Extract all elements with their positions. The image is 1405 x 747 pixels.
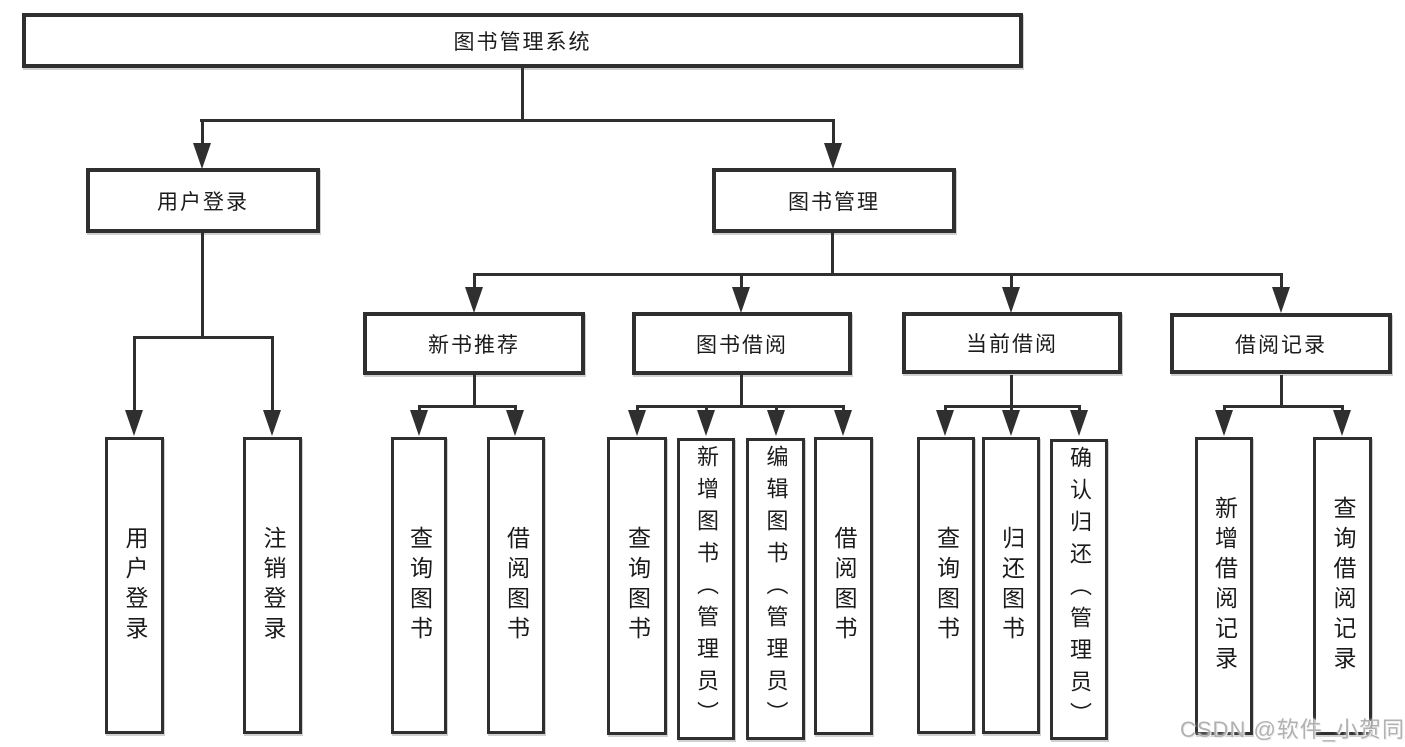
arrowhead-down-icon bbox=[1272, 287, 1290, 313]
leaf-add-books-admin-label: 新增图书（管理员） bbox=[694, 445, 719, 733]
arrowhead-down-icon bbox=[410, 410, 428, 436]
leaf-user-login-label: 用户登录 bbox=[122, 525, 148, 646]
arrowhead-down-icon bbox=[697, 410, 715, 436]
connector-arrow-line bbox=[832, 119, 835, 144]
leaf-query-borrow-record: 查询借阅记录 bbox=[1313, 437, 1372, 735]
leaf-return-books-label: 归还图书 bbox=[998, 525, 1025, 646]
arrowhead-down-icon bbox=[1002, 410, 1020, 436]
arrowhead-down-icon bbox=[628, 410, 646, 436]
connector-arrow-line bbox=[705, 405, 708, 413]
connector-level1-bar bbox=[200, 119, 834, 122]
leaf-query-books-2: 查询图书 bbox=[607, 437, 667, 735]
leaf-borrow-books-2: 借阅图书 bbox=[814, 437, 873, 735]
leaf-add-books-admin: 新增图书（管理员） bbox=[677, 438, 735, 740]
connector-group3-stub bbox=[1010, 375, 1013, 405]
arrowhead-down-icon bbox=[834, 410, 852, 436]
leaf-borrow-books-2-label: 借阅图书 bbox=[831, 526, 857, 646]
leaf-add-borrow-record-label: 新增借阅记录 bbox=[1211, 496, 1238, 676]
connector-arrow-line bbox=[1010, 273, 1013, 289]
node-new-book-recommend-label: 新书推荐 bbox=[428, 333, 520, 357]
connector-book-mgmt-stub bbox=[831, 233, 834, 273]
arrowhead-down-icon bbox=[767, 410, 785, 436]
watermark: CSDN @软件_小贺同学 bbox=[1180, 717, 1405, 742]
arrowhead-down-icon bbox=[1333, 410, 1351, 436]
arrowhead-down-icon bbox=[125, 410, 143, 436]
leaf-edit-books-admin: 编辑图书（管理员） bbox=[746, 438, 805, 740]
node-book-borrowing-label: 图书借阅 bbox=[696, 333, 788, 357]
leaf-edit-books-admin-label: 编辑图书（管理员） bbox=[763, 445, 789, 733]
connector-arrow-line bbox=[418, 405, 421, 413]
node-borrowing-records-label: 借阅记录 bbox=[1235, 333, 1327, 357]
leaf-borrow-books-1: 借阅图书 bbox=[487, 437, 545, 734]
connector-arrow-line bbox=[1010, 405, 1013, 413]
arrowhead-down-icon bbox=[936, 410, 954, 436]
node-book-management-label: 图书管理 bbox=[788, 190, 880, 214]
leaf-query-books-3: 查询图书 bbox=[917, 437, 975, 734]
arrowhead-down-icon bbox=[1070, 410, 1088, 436]
connector-arrow-line bbox=[271, 336, 274, 412]
connector-user-login-stub bbox=[201, 233, 204, 336]
node-root-label: 图书管理系统 bbox=[453, 30, 592, 54]
leaf-query-books-1: 查询图书 bbox=[391, 437, 447, 734]
node-book-management: 图书管理 bbox=[712, 168, 956, 233]
arrowhead-down-icon bbox=[824, 143, 842, 169]
leaf-logout-label: 注销登录 bbox=[260, 525, 286, 646]
arrowhead-down-icon bbox=[465, 287, 483, 313]
connector-root-stub bbox=[521, 68, 524, 119]
connector-group4-bar bbox=[1223, 405, 1343, 408]
connector-group1-bar bbox=[418, 405, 517, 408]
connector-arrow-line bbox=[1078, 405, 1081, 413]
connector-group4-stub bbox=[1280, 375, 1283, 405]
node-user-login-label: 用户登录 bbox=[157, 190, 249, 214]
node-book-borrowing: 图书借阅 bbox=[632, 312, 852, 375]
connector-arrow-line bbox=[1223, 405, 1226, 413]
arrowhead-down-icon bbox=[1215, 410, 1233, 436]
node-user-login: 用户登录 bbox=[86, 168, 320, 233]
connector-group2-stub bbox=[740, 375, 743, 405]
arrowhead-down-icon bbox=[1002, 287, 1020, 313]
leaf-logout: 注销登录 bbox=[243, 437, 302, 734]
connector-arrow-line bbox=[944, 405, 947, 413]
node-root: 图书管理系统 bbox=[22, 13, 1023, 68]
connector-level3-bar bbox=[473, 273, 1283, 276]
connector-arrow-line bbox=[1280, 273, 1283, 289]
leaf-return-books: 归还图书 bbox=[982, 437, 1040, 734]
arrowhead-down-icon bbox=[193, 143, 211, 169]
connector-arrow-line bbox=[740, 273, 743, 289]
connector-group2-bar bbox=[636, 405, 845, 408]
leaf-query-books-3-label: 查询图书 bbox=[933, 525, 960, 646]
leaf-confirm-return-admin: 确认归还（管理员） bbox=[1050, 439, 1108, 740]
connector-arrow-line bbox=[514, 405, 517, 413]
connector-arrow-line bbox=[473, 273, 476, 289]
node-borrowing-records: 借阅记录 bbox=[1170, 313, 1392, 374]
connector-arrow-line bbox=[1341, 405, 1344, 413]
node-new-book-recommend: 新书推荐 bbox=[363, 312, 585, 375]
leaf-user-login: 用户登录 bbox=[105, 437, 164, 734]
leaf-query-books-2-label: 查询图书 bbox=[624, 526, 651, 646]
node-current-borrowing: 当前借阅 bbox=[902, 312, 1122, 374]
leaf-add-borrow-record: 新增借阅记录 bbox=[1195, 437, 1253, 735]
connector-user-login-bar bbox=[133, 336, 274, 339]
connector-arrow-line bbox=[775, 405, 778, 413]
arrowhead-down-icon bbox=[506, 410, 524, 436]
connector-arrow-line bbox=[133, 336, 136, 412]
leaf-query-borrow-record-label: 查询借阅记录 bbox=[1330, 496, 1356, 676]
connector-arrow-line bbox=[842, 405, 845, 413]
leaf-query-books-1-label: 查询图书 bbox=[406, 525, 433, 646]
connector-arrow-line bbox=[636, 405, 639, 413]
leaf-borrow-books-1-label: 借阅图书 bbox=[503, 525, 530, 646]
arrowhead-down-icon bbox=[732, 287, 750, 313]
leaf-confirm-return-admin-label: 确认归还（管理员） bbox=[1067, 445, 1092, 734]
node-current-borrowing-label: 当前借阅 bbox=[966, 333, 1058, 356]
connector-group1-stub bbox=[473, 375, 476, 405]
connector-arrow-line bbox=[201, 119, 204, 144]
arrowhead-down-icon bbox=[263, 410, 281, 436]
